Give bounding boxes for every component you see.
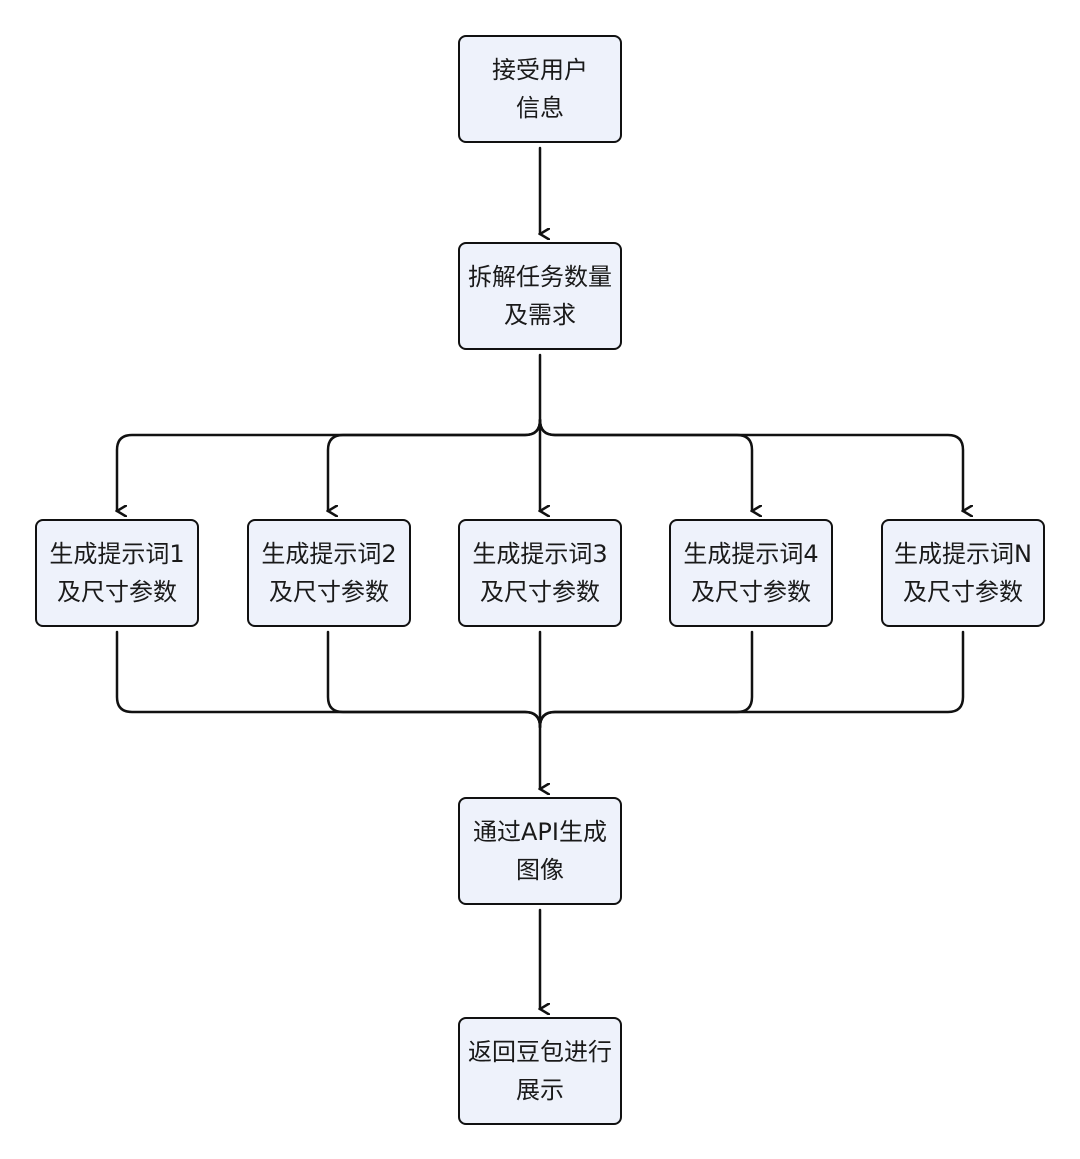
node-gen3-line1: 生成提示词3 [472,540,608,568]
node-generate-prompt-4: 生成提示词4 及尺寸参数 [669,519,833,627]
node-return-line1: 返回豆包进行 [468,1038,612,1066]
node-generate-prompt-3: 生成提示词3 及尺寸参数 [458,519,622,627]
node-gen1-line1: 生成提示词1 [49,540,185,568]
node-gen3-line2: 及尺寸参数 [480,578,600,606]
node-generate-image-api: 通过API生成 图像 [458,797,622,905]
node-receive-line1: 接受用户 [492,56,588,84]
node-receive-user-info: 接受用户 信息 [458,35,622,143]
node-generate-prompt-n: 生成提示词N 及尺寸参数 [881,519,1045,627]
node-split-tasks: 拆解任务数量 及需求 [458,242,622,350]
node-split-line2: 及需求 [504,301,576,329]
node-gen2-line1: 生成提示词2 [261,540,397,568]
node-api-line1: 通过API生成 [473,818,607,846]
node-receive-line2: 信息 [516,94,564,122]
node-api-line2: 图像 [516,856,564,884]
node-return-line2: 展示 [516,1076,564,1104]
connector-split-gen2 [328,418,542,511]
node-generate-prompt-2: 生成提示词2 及尺寸参数 [247,519,411,627]
node-split-line1: 拆解任务数量 [468,263,612,291]
node-gen4-line2: 及尺寸参数 [691,578,811,606]
node-genN-line1: 生成提示词N [894,540,1032,568]
node-gen1-line2: 及尺寸参数 [57,578,177,606]
node-return-display: 返回豆包进行 展示 [458,1017,622,1125]
node-genN-line2: 及尺寸参数 [903,578,1023,606]
connector-split-gen4 [538,418,752,511]
connector-split-genN [538,418,963,511]
connector-gen2-api [326,630,542,729]
node-gen4-line1: 生成提示词4 [683,540,819,568]
node-gen2-line2: 及尺寸参数 [269,578,389,606]
connector-genN-api [538,630,965,729]
connector-split-gen1 [117,418,542,511]
node-generate-prompt-1: 生成提示词1 及尺寸参数 [35,519,199,627]
